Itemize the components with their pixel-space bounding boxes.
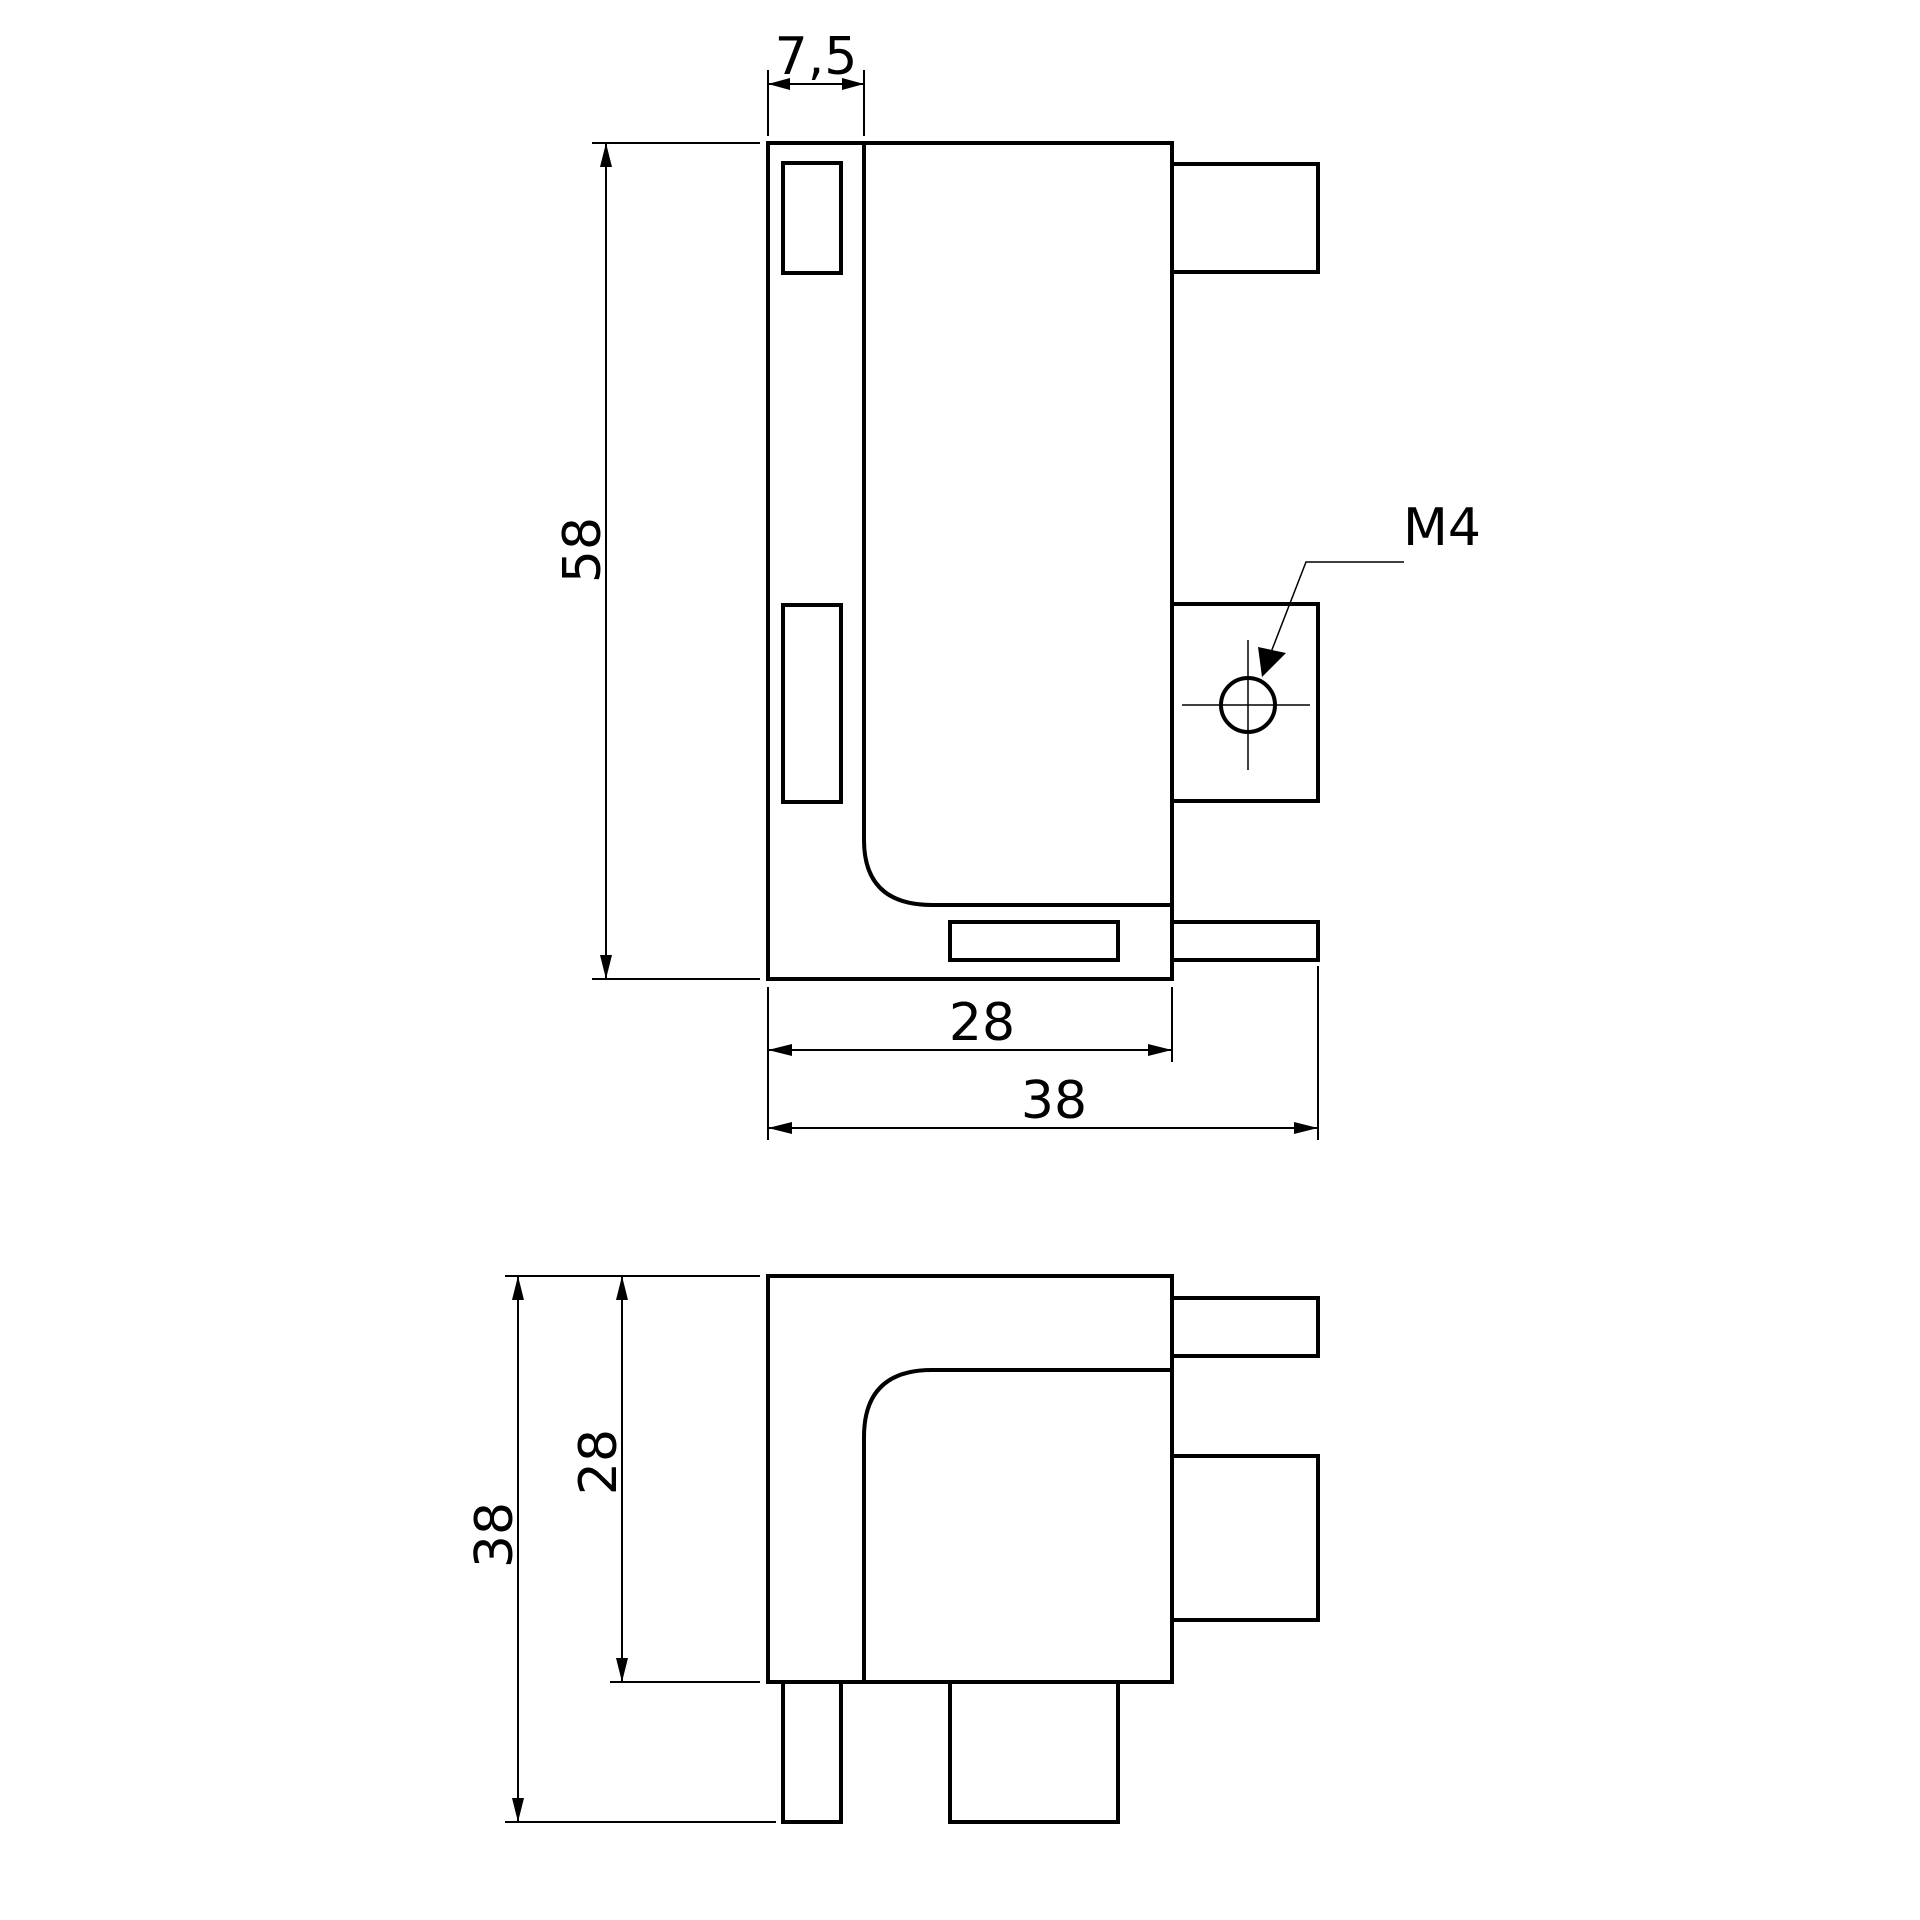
dim-7-5-arrow-left bbox=[768, 78, 790, 90]
bottom-pin-right-upper bbox=[1170, 1296, 1320, 1358]
dim-38-bottom-text: 38 bbox=[465, 1502, 525, 1568]
top-main-body bbox=[766, 141, 1174, 981]
dim-38-bottom-arrow-top bbox=[512, 1276, 524, 1300]
top-view: M4 7,5 58 28 38 bbox=[553, 27, 1481, 1140]
m4-label: M4 bbox=[1403, 498, 1481, 558]
dim-58-arrow-top bbox=[600, 143, 612, 167]
top-slot-bottom bbox=[948, 920, 1120, 962]
bottom-inner-l-profile bbox=[862, 1368, 1172, 1682]
bottom-pin-right-lower bbox=[1170, 1454, 1320, 1622]
m4-leader-arrow bbox=[1258, 647, 1286, 677]
top-slot-upper bbox=[781, 161, 843, 275]
dim-7-5-arrow-right bbox=[842, 78, 864, 90]
bottom-leg-right bbox=[948, 1680, 1120, 1824]
dim-28-bottom-arrow-bottom bbox=[616, 1658, 628, 1682]
dim-28-top-arrow-right bbox=[1148, 1044, 1172, 1056]
dim-38-bottom-arrow-bottom bbox=[512, 1798, 524, 1822]
top-pin-middle bbox=[1170, 602, 1320, 803]
dim-28-top-arrow-left bbox=[768, 1044, 792, 1056]
bottom-main-body bbox=[766, 1274, 1174, 1684]
m4-leader-line bbox=[1267, 561, 1404, 661]
dim-38-top-arrow-right bbox=[1294, 1122, 1318, 1134]
dim-58-text: 58 bbox=[553, 517, 613, 583]
dim-28-top-text: 28 bbox=[949, 993, 1015, 1053]
bottom-view: 28 38 bbox=[465, 1274, 1320, 1824]
bottom-leg-left bbox=[781, 1680, 843, 1824]
dim-38-top-arrow-left bbox=[768, 1122, 792, 1134]
dim-28-bottom-arrow-top bbox=[616, 1276, 628, 1300]
dim-38-top-text: 38 bbox=[1021, 1071, 1087, 1131]
top-pin-upper bbox=[1170, 162, 1320, 274]
top-slot-middle bbox=[781, 603, 843, 804]
top-inner-l-profile bbox=[862, 143, 1172, 907]
dim-7-5-text: 7,5 bbox=[775, 27, 858, 87]
top-pin-bottom bbox=[1170, 920, 1320, 962]
dim-58-arrow-bottom bbox=[600, 955, 612, 979]
dim-28-bottom-text: 28 bbox=[569, 1429, 629, 1495]
